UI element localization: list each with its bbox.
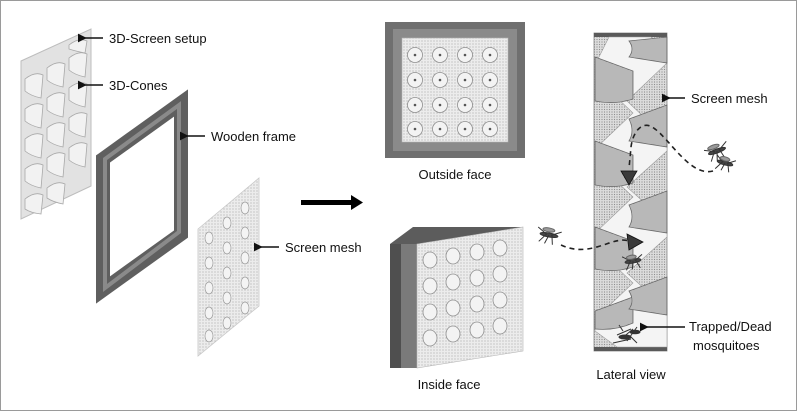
mosquito-icon bbox=[612, 324, 641, 344]
label-inside-face: Inside face bbox=[417, 377, 481, 392]
outside-hole-centers bbox=[413, 53, 492, 131]
lateral-view bbox=[593, 32, 668, 352]
screen-mesh-panel bbox=[197, 177, 260, 357]
flight-paths bbox=[560, 124, 714, 251]
inside-holes bbox=[422, 239, 508, 347]
inside-face-panel bbox=[390, 226, 524, 369]
wooden-frame bbox=[96, 89, 188, 304]
cone-shapes bbox=[24, 39, 88, 215]
label-3d-cones: 3D-Cones bbox=[109, 78, 168, 93]
right-arrow-icon bbox=[301, 195, 363, 210]
label-lateral-view: Lateral view bbox=[596, 367, 666, 382]
cone-panel bbox=[20, 28, 92, 220]
label-wooden-frame: Wooden frame bbox=[211, 129, 297, 144]
outside-face-panel bbox=[385, 22, 525, 158]
flight-arrow-head bbox=[626, 233, 644, 251]
mesh-holes bbox=[204, 201, 250, 343]
pointer-arrows-right bbox=[639, 93, 685, 332]
lateral-cones-right bbox=[628, 36, 668, 316]
label-screen-mesh-left: Screen mesh bbox=[285, 240, 362, 255]
label-outside-face: Outside face bbox=[418, 167, 492, 182]
label-trapped-line2: mosquitoes bbox=[693, 338, 760, 353]
flight-arrow-head bbox=[620, 170, 638, 186]
pointer-arrows bbox=[77, 33, 279, 252]
label-3d-screen-setup: 3D-Screen setup bbox=[109, 31, 207, 46]
label-screen-mesh-right: Screen mesh bbox=[691, 91, 768, 106]
lateral-cones-left bbox=[594, 56, 634, 330]
label-trapped-line1: Trapped/Dead bbox=[689, 319, 772, 334]
mosquito-icon bbox=[537, 140, 737, 271]
